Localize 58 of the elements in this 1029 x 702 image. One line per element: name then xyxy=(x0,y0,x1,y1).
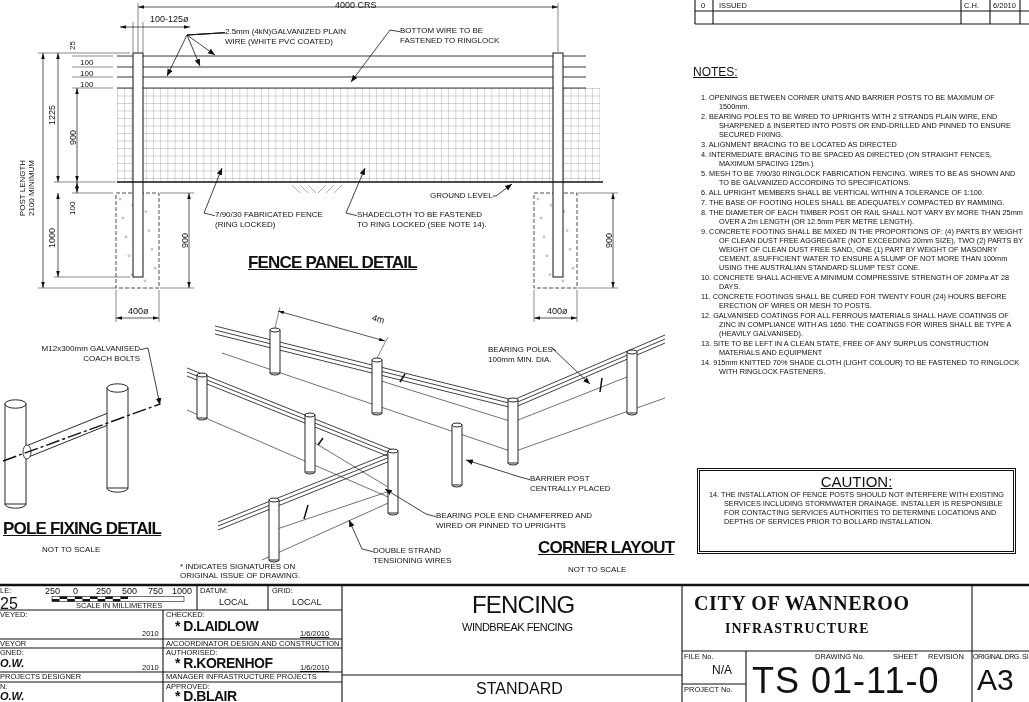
dimension-text: 4000 CRS xyxy=(335,0,377,10)
callout-text: BEARING POLE END CHAMFERRED AND WIRED OR PINNED TO UPRIGHTS xyxy=(436,511,596,530)
view-title: CORNER LAYOUT xyxy=(538,539,675,557)
title-block-text: A3 xyxy=(977,664,1014,696)
callout-text: 2.5mm (4kN)GALVANIZED PLAIN WIRE (WHITE PVC COATED) xyxy=(225,27,365,46)
title-block-text: FENCING xyxy=(472,592,575,618)
callout-text: DOUBLE STRAND TENSIONING WIRES xyxy=(373,546,458,565)
title-block-text: N/A xyxy=(712,664,732,677)
dimension-text: 400ø xyxy=(547,306,568,316)
title-block-text: TS 01-11-0 xyxy=(752,662,940,700)
drawing-text: NOT TO SCALE xyxy=(42,545,101,554)
caution-box xyxy=(697,468,1016,554)
dimension-text: 900 xyxy=(604,232,614,248)
title-block-text: 250 xyxy=(45,586,61,596)
callout-text: BARRIER POST CENTRALLY PLACED xyxy=(530,474,612,493)
title-block-text: 500 xyxy=(122,586,138,596)
view-title: FENCE PANEL DETAIL xyxy=(248,254,417,272)
title-block-text: CITY OF WANNEROO xyxy=(694,592,910,614)
drawing-text: * INDICATES SIGNATURES ON ORIGINAL ISSUE OF DRAWING. xyxy=(180,562,302,580)
callout-text: 7/90/30 FABRICATED FENCE (RING LOCKED) xyxy=(215,210,340,229)
title-block-text: 250 xyxy=(96,586,112,596)
dimension-text: 100 xyxy=(68,201,77,215)
callout-text: BOTTOM WIRE TO BE FASTENED TO RINGLOCK xyxy=(400,26,510,45)
dimension-text: 100-125ø xyxy=(150,14,189,24)
title-block-text: 750 xyxy=(148,586,164,596)
title-block-text: * D.BLAIR xyxy=(175,689,237,702)
dimension-text: 1225 xyxy=(47,104,57,125)
title-block-text: 1000 xyxy=(172,586,193,596)
view-title: POLE FIXING DETAIL xyxy=(3,520,162,538)
dimension-text: 1000 xyxy=(47,227,57,248)
coach-bolt xyxy=(2,403,161,462)
title-block-text: O.W. xyxy=(0,690,25,702)
dimension-text: 100 xyxy=(80,58,94,67)
title-block-text: * R.KORENHOF xyxy=(175,656,273,671)
dimension-text: 100 xyxy=(80,80,94,89)
dimension-text: POST LENGTH 2100 MINIMUM xyxy=(18,158,36,218)
dimension-text: 100 xyxy=(80,69,94,78)
notes-heading: NOTES: xyxy=(693,66,738,79)
dimension-text: 4m xyxy=(370,312,386,326)
caution-heading: CAUTION: xyxy=(819,473,894,490)
title-block-text: LOCAL xyxy=(219,597,249,607)
callout-text: BEARING POLES 100mm MIN. DIA. xyxy=(488,345,556,364)
callout-text: SHADECLOTH TO BE FASTENED TO RING LOCKED (SEE NOTE 14). xyxy=(357,210,492,229)
title-block-text: STANDARD xyxy=(476,680,563,698)
title-block-text: 25 xyxy=(0,595,18,612)
title-block-text: LOCAL xyxy=(292,597,322,607)
dimension-text: 400ø xyxy=(128,306,149,316)
title-block-text: WINDBREAK FENCING xyxy=(462,621,573,633)
title-block-text: * D.LAIDLOW xyxy=(175,619,259,634)
dimension-text: 25 xyxy=(68,41,77,50)
dimension-text: 900 xyxy=(68,129,78,145)
title-block-text: O.W. xyxy=(0,657,25,669)
callout-text: GROUND LEVEL xyxy=(430,191,493,201)
title-block-text: 0 xyxy=(73,586,78,596)
dimension-text: 900 xyxy=(180,232,190,248)
title-block-text: INFRASTRUCTURE xyxy=(725,621,870,637)
drawing-text: NOT TO SCALE xyxy=(568,565,627,574)
callout-text: M12x300mm GALVANISED COACH BOLTS xyxy=(40,344,140,363)
